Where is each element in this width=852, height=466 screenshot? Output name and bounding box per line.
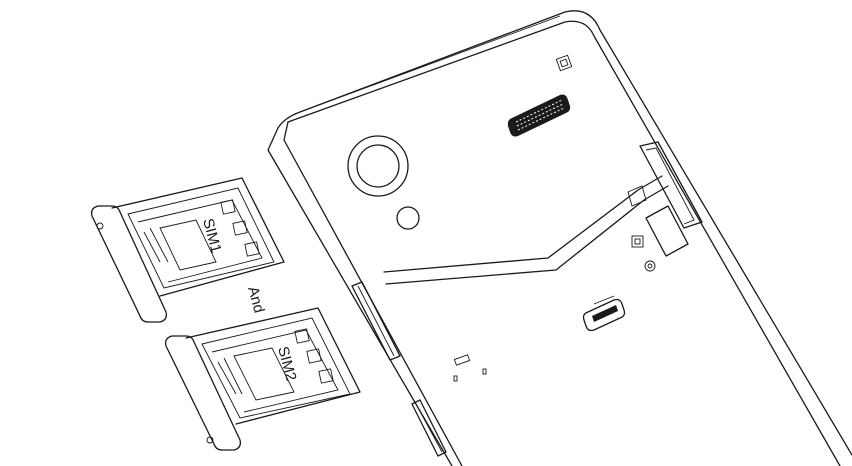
small-circle-component: [644, 260, 656, 272]
small-chip-right: [631, 235, 644, 248]
sim2-label: SIM2: [274, 345, 299, 383]
and-label: And: [244, 285, 267, 315]
phone-sim-slot: [639, 141, 703, 229]
top-connector: [507, 94, 571, 137]
small-chip-top: [555, 54, 573, 72]
lower-connector: [582, 295, 626, 332]
sim-reader: [645, 205, 689, 257]
side-button-upper: [351, 281, 401, 361]
small-markers: [453, 354, 487, 382]
flash-light: [396, 206, 420, 230]
sim1-label: SIM1: [199, 217, 224, 255]
camera-lens: [347, 135, 409, 197]
side-button-lower: [411, 399, 447, 457]
sim-tray-2: SIM2: [164, 307, 361, 451]
phone-back-body: [267, 10, 852, 466]
flex-cable: [383, 175, 669, 285]
